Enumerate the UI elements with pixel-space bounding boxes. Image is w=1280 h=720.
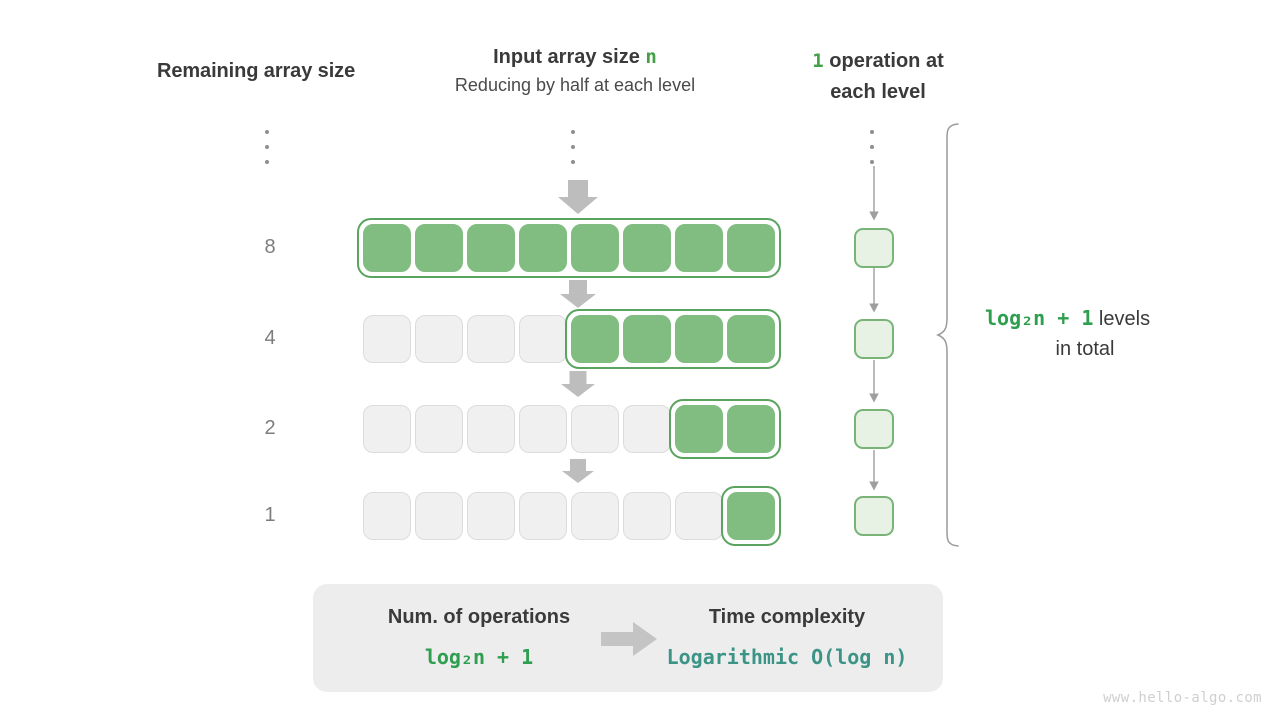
- down-arrow-icon-level-2: [560, 280, 596, 308]
- levels-formula: log₂n + 1: [985, 306, 1094, 330]
- operation-box-level-4: [854, 496, 894, 536]
- array-cell-active-row-8-2: [467, 224, 515, 272]
- summary-operations-value: log₂n + 1: [424, 645, 534, 669]
- levels-annotation: log₂n + 1 levels in total: [985, 303, 1225, 364]
- summary-complexity-column: Time complexity Logarithmic O(log n): [643, 606, 931, 669]
- array-cell-inactive-row-1-6: [675, 492, 723, 540]
- active-span-outline-row-1: [721, 486, 781, 546]
- header-input-subtitle: Reducing by half at each level: [454, 75, 696, 95]
- array-cell-inactive-row-1-0: [363, 492, 411, 540]
- header-op-count: 1: [812, 50, 824, 72]
- header-op-text-line1: operation at: [823, 50, 944, 72]
- header-operations-per-level: 1 operation at each level: [783, 46, 973, 108]
- array-cell-inactive-row-1-4: [571, 492, 619, 540]
- row-size-label-4: 4: [264, 327, 276, 349]
- summary-operations-title: Num. of operations: [387, 606, 571, 628]
- array-cell-active-row-4-6: [675, 315, 723, 363]
- array-cell-inactive-row-1-5: [623, 492, 671, 540]
- row-size-label-2: 2: [264, 417, 276, 439]
- header-input-symbol-n: n: [645, 46, 657, 68]
- operation-box-level-1: [854, 228, 894, 268]
- levels-annotation-line2: in total: [1055, 338, 1115, 360]
- array-cell-inactive-row-1-3: [519, 492, 567, 540]
- array-cell-active-row-8-0: [363, 224, 411, 272]
- right-arrow-icon: [601, 622, 657, 656]
- row-size-label-1: 1: [264, 504, 276, 526]
- array-cell-active-row-8-6: [675, 224, 723, 272]
- array-cell-active-row-8-4: [571, 224, 619, 272]
- array-cell-inactive-row-4-2: [467, 315, 515, 363]
- header-input-title-text: Input array size: [493, 46, 646, 68]
- array-cell-active-row-2-6: [675, 405, 723, 453]
- summary-complexity-title: Time complexity: [708, 606, 866, 628]
- array-cell-active-row-4-4: [571, 315, 619, 363]
- row-size-label-8: 8: [264, 236, 276, 258]
- array-cell-active-row-8-1: [415, 224, 463, 272]
- levels-formula-suffix: levels: [1093, 308, 1151, 330]
- array-cell-inactive-row-2-3: [519, 405, 567, 453]
- down-arrow-icon-level-4: [562, 459, 594, 483]
- watermark: www.hello-algo.com: [1103, 690, 1262, 706]
- array-cell-inactive-row-4-1: [415, 315, 463, 363]
- array-cell-inactive-row-2-1: [415, 405, 463, 453]
- array-cell-active-row-8-5: [623, 224, 671, 272]
- array-cell-active-row-4-5: [623, 315, 671, 363]
- array-cell-active-row-8-3: [519, 224, 567, 272]
- array-cell-inactive-row-1-2: [467, 492, 515, 540]
- header-remaining-array-size: Remaining array size: [157, 60, 356, 82]
- header-op-text-line2: each level: [830, 81, 926, 103]
- array-cell-inactive-row-2-0: [363, 405, 411, 453]
- vertical-ellipsis-icon-left: [265, 130, 269, 164]
- operation-connector-arrows: [869, 166, 879, 491]
- down-arrow-icon-level-3: [561, 371, 595, 397]
- array-cell-inactive-row-4-0: [363, 315, 411, 363]
- array-cell-inactive-row-2-4: [571, 405, 619, 453]
- array-cell-inactive-row-4-3: [519, 315, 567, 363]
- active-span-outline-row-2: [669, 399, 781, 459]
- array-cell-inactive-row-2-5: [623, 405, 671, 453]
- operation-box-level-3: [854, 409, 894, 449]
- summary-complexity-value: Logarithmic O(log n): [666, 645, 908, 669]
- summary-operations-column: Num. of operations log₂n + 1: [339, 606, 619, 669]
- operation-box-level-2: [854, 319, 894, 359]
- active-span-outline-row-8: [357, 218, 781, 278]
- curly-brace-icon: [936, 123, 959, 547]
- vertical-ellipsis-icon-right: [870, 130, 874, 164]
- down-arrow-icon-level-1: [558, 180, 598, 214]
- header-input-array-size: Input array size n Reducing by half at e…: [385, 46, 765, 96]
- active-span-outline-row-4: [565, 309, 781, 369]
- array-cell-inactive-row-2-2: [467, 405, 515, 453]
- summary-panel: Num. of operations log₂n + 1 Time comple…: [313, 584, 943, 692]
- array-cell-inactive-row-1-1: [415, 492, 463, 540]
- vertical-ellipsis-icon-middle: [571, 130, 575, 164]
